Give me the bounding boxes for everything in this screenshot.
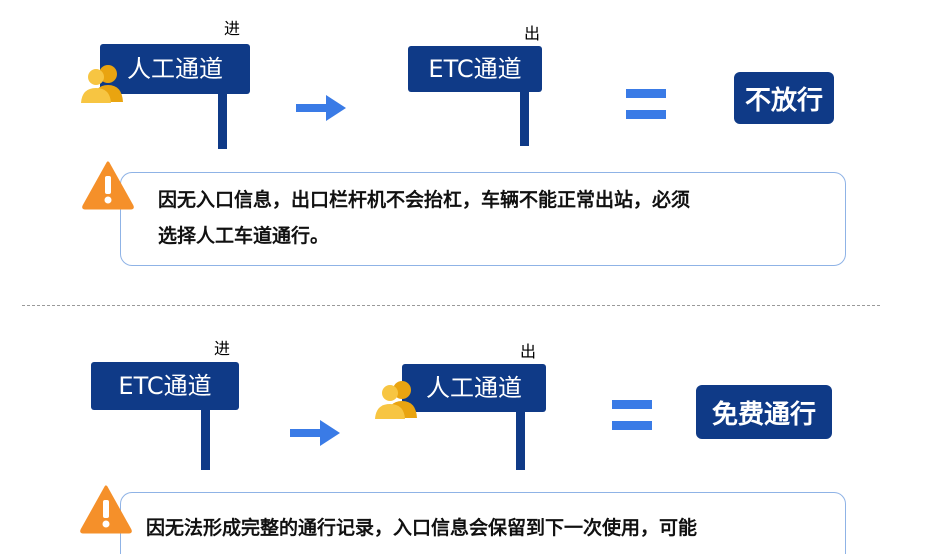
sign-board: ETC通道 — [91, 362, 239, 410]
badge-label: 进 — [214, 339, 231, 358]
section2-exit-badge: 出 — [520, 338, 536, 362]
badge-label: 进 — [224, 19, 241, 38]
section2-exit-sign: 人工通道 — [402, 364, 546, 470]
sign-board: ETC通道 — [408, 46, 542, 92]
person-icon — [374, 378, 418, 420]
section1-note-box — [120, 172, 846, 266]
section2-note-text: 因无法形成完整的通行记录，入口信息会保留到下一次使用，可能 — [146, 510, 840, 546]
note-line: 因无入口信息，出口栏杆机不会抬杠，车辆不能正常出站，必须 — [158, 189, 691, 211]
sign-pole — [218, 94, 227, 149]
note-line: 选择人工车道通行。 — [158, 225, 330, 247]
section1-result-badge: 不放行 — [734, 72, 834, 124]
section1-entry-sign: 人工通道 — [100, 44, 250, 149]
sign-label: 人工通道 — [127, 55, 223, 83]
section1-exit-sign: ETC通道 — [408, 46, 542, 146]
sign-pole — [520, 92, 529, 146]
badge-label: 出 — [524, 24, 541, 43]
section1-exit-badge: 出 — [524, 20, 540, 44]
sign-label: ETC通道 — [428, 55, 522, 83]
warning-icon — [82, 160, 134, 210]
result-label: 免费通行 — [711, 399, 816, 430]
sign-pole — [516, 412, 525, 470]
sign-board: 人工通道 — [100, 44, 250, 94]
note-line: 因无法形成完整的通行记录，入口信息会保留到下一次使用，可能 — [146, 517, 698, 539]
sign-pole — [201, 410, 210, 470]
person-icon — [80, 62, 124, 104]
section-divider — [22, 305, 880, 306]
sign-label: 人工通道 — [426, 374, 522, 402]
section2-result-badge: 免费通行 — [696, 385, 832, 439]
sign-board: 人工通道 — [402, 364, 546, 412]
section1-entry-badge: 进 — [224, 15, 240, 39]
section2-entry-sign: ETC通道 — [91, 362, 239, 470]
result-label: 不放行 — [744, 85, 823, 116]
badge-label: 出 — [520, 342, 537, 361]
equals-icon — [612, 400, 652, 430]
sign-label: ETC通道 — [118, 372, 212, 400]
arrow-right-icon — [290, 420, 340, 446]
section2-entry-badge: 进 — [214, 335, 230, 359]
equals-icon — [626, 89, 666, 119]
arrow-right-icon — [296, 95, 346, 121]
section1-note-text: 因无入口信息，出口栏杆机不会抬杠，车辆不能正常出站，必须 选择人工车道通行。 — [158, 182, 838, 254]
warning-icon — [80, 484, 132, 534]
section2-note-box — [120, 492, 846, 554]
